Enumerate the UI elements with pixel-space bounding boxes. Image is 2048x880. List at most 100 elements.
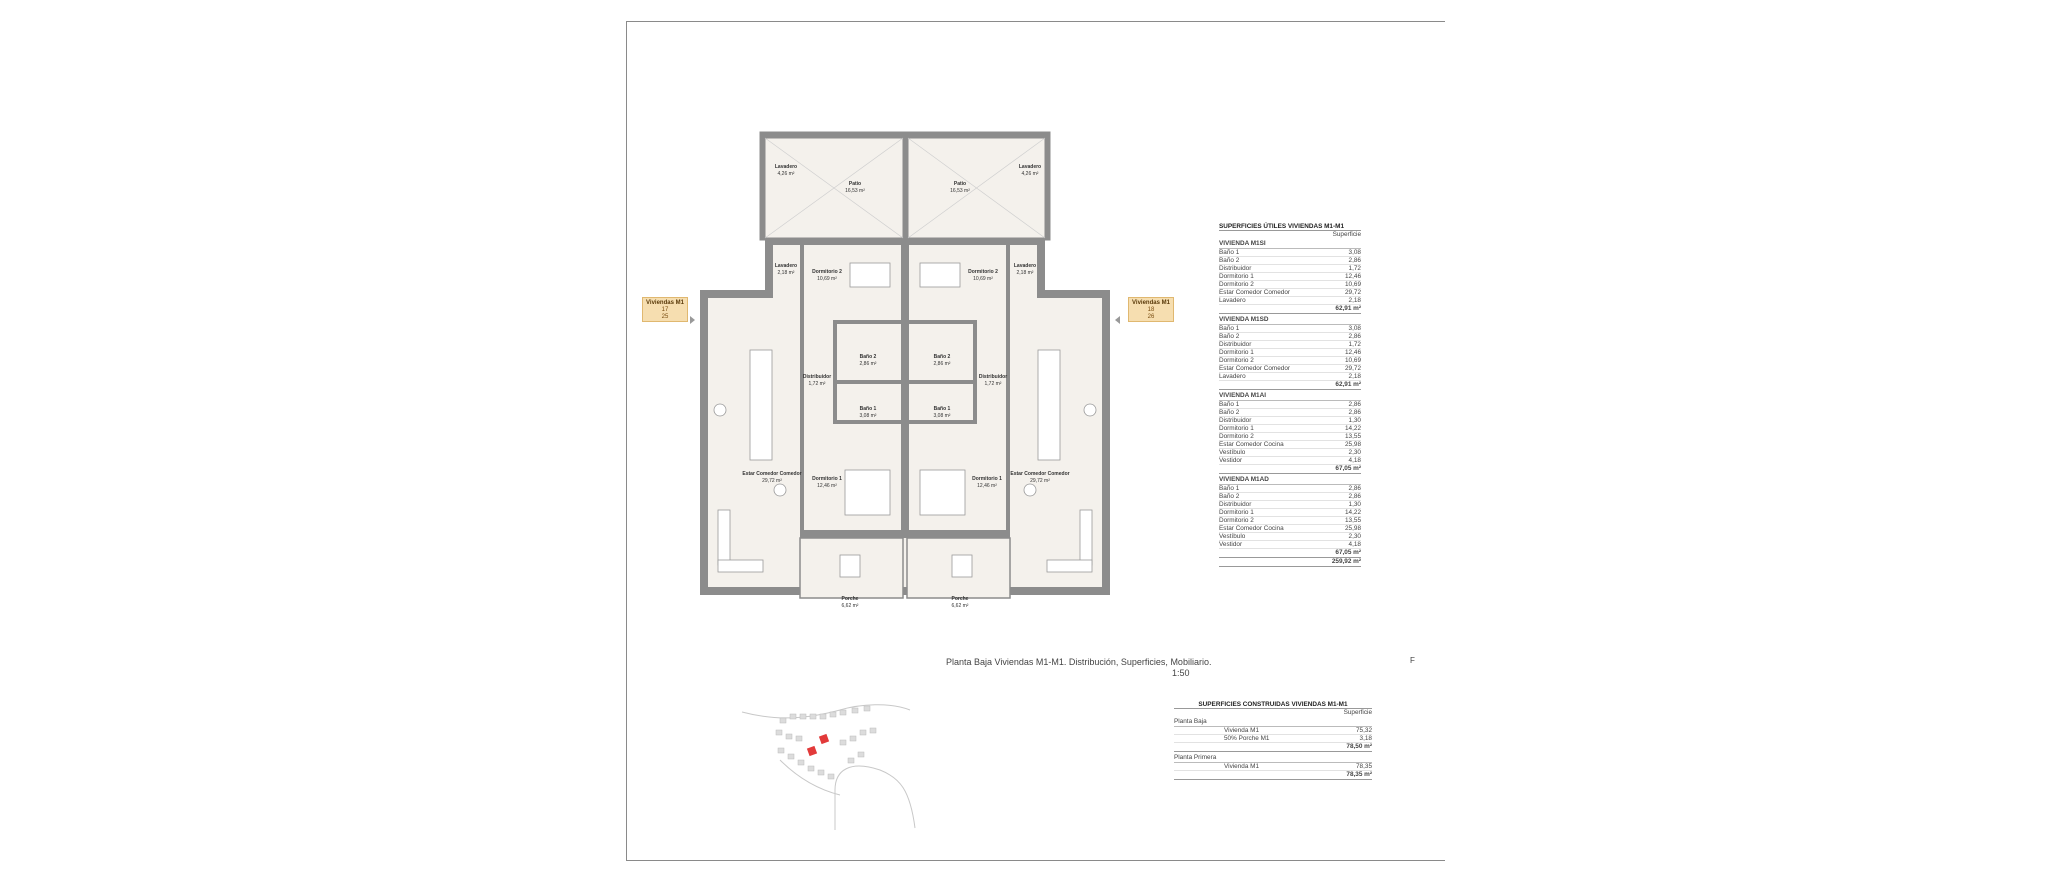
utiles-row-value: 4,18 bbox=[1348, 541, 1361, 548]
patio-left-area: 16,53 m² bbox=[845, 188, 865, 194]
construidas-planta-baja: Planta Baja bbox=[1174, 718, 1372, 727]
utiles-row-value: 14,22 bbox=[1345, 509, 1361, 516]
bed-right-2 bbox=[919, 262, 961, 288]
utiles-row: Dormitorio 1 12,46 bbox=[1219, 273, 1361, 281]
utiles-row-label: Distribuidor bbox=[1219, 417, 1252, 424]
utiles-subtitle: Superficie bbox=[1332, 231, 1361, 238]
utiles-row-label: Vestíbulo bbox=[1219, 533, 1246, 540]
utiles-row-value: 1,72 bbox=[1348, 265, 1361, 272]
utiles-row-label: Baño 1 bbox=[1219, 401, 1240, 408]
dormitorio2-right-name: Dormitorio 2 bbox=[968, 269, 998, 275]
utiles-row-value: 2,18 bbox=[1348, 373, 1361, 380]
drawing-title: Planta Baja Viviendas M1-M1. Distribució… bbox=[946, 657, 1212, 667]
utiles-row: Baño 1 2,86 bbox=[1219, 485, 1361, 493]
kitchen-right bbox=[1037, 349, 1061, 461]
utiles-row-label: Vestidor bbox=[1219, 541, 1243, 548]
utiles-row-label: Lavadero bbox=[1219, 297, 1246, 304]
construidas-row-label: Vivienda M1 bbox=[1224, 727, 1260, 734]
utiles-row-value: 29,72 bbox=[1345, 289, 1361, 296]
room-labels-right: Lavadero 4,26 m² Patio 16,53 m² Lavadero… bbox=[934, 164, 1070, 609]
dormitorio1-right-area: 12,46 m² bbox=[977, 483, 997, 489]
construidas-row-label: Vivienda M1 bbox=[1224, 763, 1260, 770]
utiles-row-label: Dormitorio 1 bbox=[1219, 509, 1254, 516]
sofa-right-b bbox=[1046, 559, 1093, 573]
utiles-row-label: Estar Comedor Comedor bbox=[1219, 365, 1291, 372]
construidas-row: Vivienda M1 78,35 bbox=[1174, 763, 1372, 771]
distribuidor-right-name: Distribuidor bbox=[979, 374, 1007, 380]
utiles-row: Estar Comedor Comedor 29,72 bbox=[1219, 289, 1361, 297]
porche-right-area: 6,62 m² bbox=[952, 603, 969, 609]
bano2-right-area: 2,86 m² bbox=[934, 361, 951, 367]
kitchen-left bbox=[749, 349, 773, 461]
utiles-row-label: Distribuidor bbox=[1219, 265, 1252, 272]
utiles-row-value: 2,86 bbox=[1348, 485, 1361, 492]
porche-left-area: 6,62 m² bbox=[842, 603, 859, 609]
utiles-row-value: 2,86 bbox=[1348, 493, 1361, 500]
utiles-row-label: Baño 1 bbox=[1219, 485, 1240, 492]
utiles-section-total: 67,05 m² bbox=[1219, 465, 1361, 474]
utiles-section-total: 67,05 m² bbox=[1219, 549, 1361, 558]
lavadero-right-area: 2,18 m² bbox=[1017, 270, 1034, 276]
utiles-row-label: Estar Comedor Cocina bbox=[1219, 441, 1284, 448]
entry-arrow-left-icon bbox=[690, 316, 695, 324]
patio-right-name: Patio bbox=[954, 181, 966, 187]
utiles-row-value: 13,55 bbox=[1345, 517, 1361, 524]
room-labels-left: Lavadero 4,26 m² Patio 16,53 m² Lavadero… bbox=[742, 164, 876, 609]
unit-label-left: Viviendas M1 17 25 bbox=[642, 297, 688, 322]
porche-left-name: Porche bbox=[842, 596, 859, 602]
bed-left-2 bbox=[849, 262, 891, 288]
utiles-row-value: 10,69 bbox=[1345, 281, 1361, 288]
floor-plan: Lavadero 4,26 m² Patio 16,53 m² Lavadero… bbox=[690, 131, 1120, 609]
utiles-row-label: Vestíbulo bbox=[1219, 449, 1246, 456]
utiles-row-label: Dormitorio 1 bbox=[1219, 273, 1254, 280]
unit-label-left-title: Viviendas M1 bbox=[646, 300, 684, 306]
utiles-row-value: 13,55 bbox=[1345, 433, 1361, 440]
highlight-plot-1 bbox=[818, 733, 830, 745]
dormitorio2-right-area: 10,69 m² bbox=[973, 276, 993, 282]
utiles-row-label: Baño 2 bbox=[1219, 409, 1240, 416]
dormitorio2-left-area: 10,69 m² bbox=[817, 276, 837, 282]
dormitorio1-left-area: 12,46 m² bbox=[817, 483, 837, 489]
bano1-left-name: Baño 1 bbox=[860, 406, 877, 412]
unit-label-left-line2: 25 bbox=[661, 314, 669, 320]
entry-arrow-right-icon bbox=[1115, 316, 1120, 324]
construidas-row-value: 75,32 bbox=[1356, 727, 1372, 734]
construidas-row-value: 78,35 bbox=[1356, 763, 1372, 770]
bano2-left-area: 2,86 m² bbox=[860, 361, 877, 367]
construidas-title: SUPERFICIES CONSTRUIDAS VIVIENDAS M1-M1 bbox=[1174, 701, 1372, 709]
bano2-left-name: Baño 2 bbox=[860, 354, 877, 360]
lavadero-left-area: 2,18 m² bbox=[778, 270, 795, 276]
utiles-row-value: 10,69 bbox=[1345, 357, 1361, 364]
unit-label-right-line2: 26 bbox=[1147, 314, 1155, 320]
lavadero-top-right-name: Lavadero bbox=[1019, 164, 1041, 170]
superficies-construidas-table: SUPERFICIES CONSTRUIDAS VIVIENDAS M1-M1 … bbox=[1174, 701, 1372, 780]
bano2-right-name: Baño 2 bbox=[934, 354, 951, 360]
utiles-row-label: Lavadero bbox=[1219, 373, 1246, 380]
utiles-row-label: Estar Comedor Comedor bbox=[1219, 289, 1291, 296]
utiles-row-value: 14,22 bbox=[1345, 425, 1361, 432]
utiles-row-value: 3,08 bbox=[1348, 325, 1361, 332]
dormitorio1-left-name: Dormitorio 1 bbox=[812, 476, 842, 482]
utiles-row-value: 25,98 bbox=[1345, 441, 1361, 448]
utiles-row-value: 2,86 bbox=[1348, 333, 1361, 340]
construidas-subtitle: Superficie bbox=[1343, 709, 1372, 716]
utiles-row: Vestidor 4,18 bbox=[1219, 541, 1361, 549]
utiles-row-value: 12,46 bbox=[1345, 273, 1361, 280]
utiles-row: Lavadero 2,18 bbox=[1219, 373, 1361, 381]
patio-hatch bbox=[764, 137, 1046, 239]
lavadero-top-left-area: 4,26 m² bbox=[778, 171, 795, 177]
highlight-plot-2 bbox=[806, 745, 818, 757]
site-location-map bbox=[741, 704, 916, 830]
